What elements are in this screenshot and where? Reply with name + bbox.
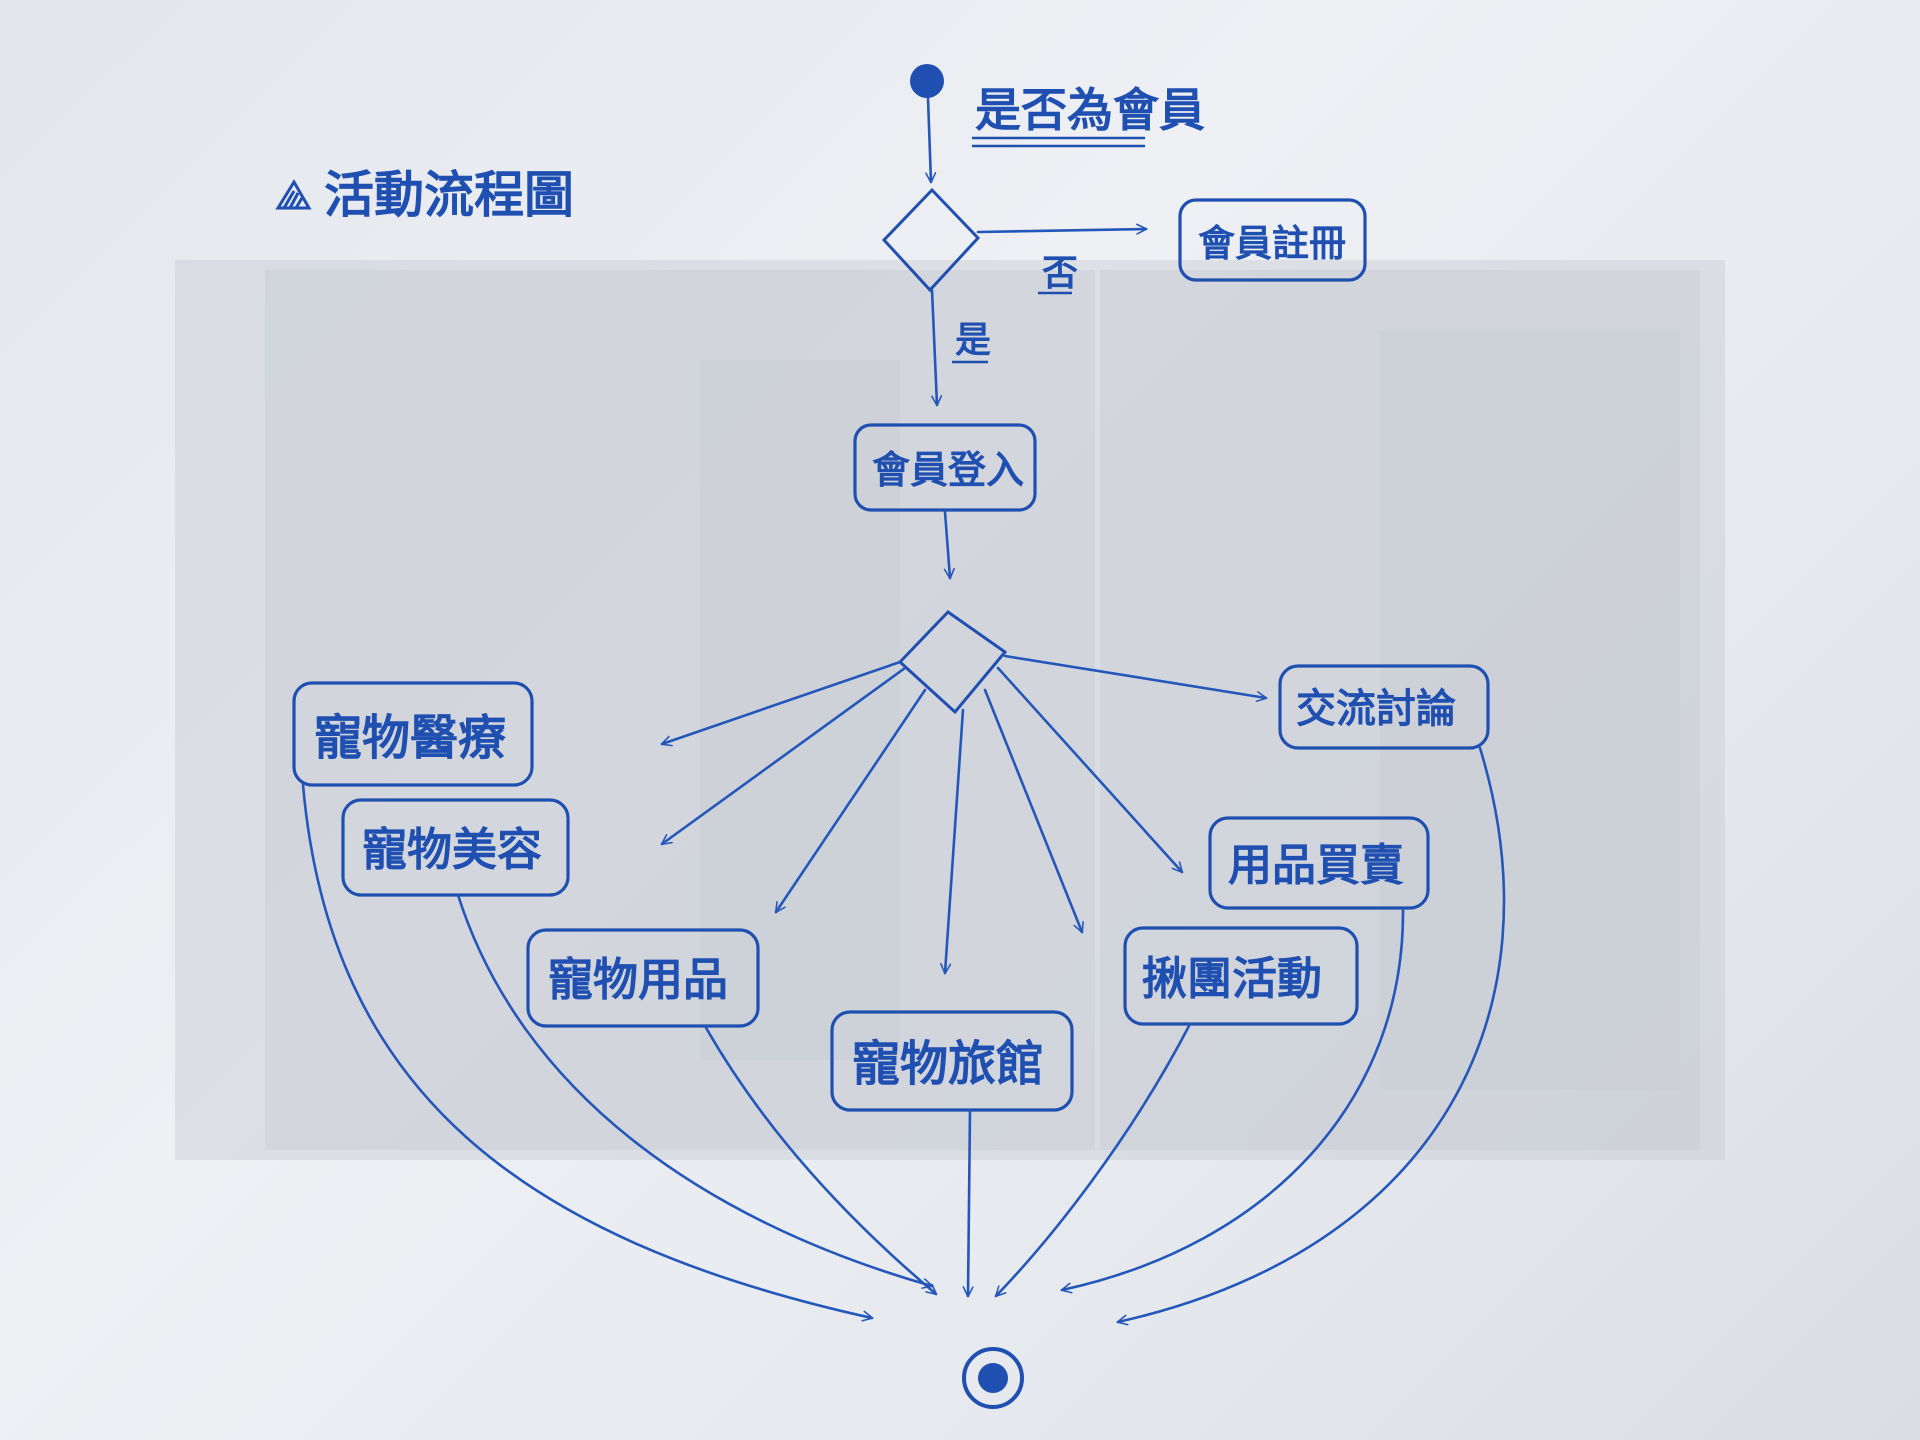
pet-grooming-node-label: 寵物美容 [362, 823, 542, 876]
fork-to-pet-supplies-arrow [774, 688, 927, 914]
pet-medical-node-label: 寵物醫療 [314, 710, 506, 766]
register-node-label: 會員註冊 [1198, 222, 1346, 265]
diagram-heading: 活動流程圖 [275, 166, 574, 224]
register-node-box [1178, 198, 1367, 282]
decision-no-label: 否 [1042, 253, 1078, 294]
discussion-to-end-arrow [1116, 746, 1506, 1326]
heading-triangle-icon [275, 179, 312, 210]
pet-medical-node-box [292, 681, 534, 787]
fork-to-pet-grooming-arrow [660, 666, 907, 846]
fork-to-group-activity-arrow [983, 688, 1084, 934]
login-to-fork-arrow [943, 510, 955, 580]
fork-to-pet-hotel-arrow [940, 708, 965, 975]
start-node [910, 64, 944, 98]
pet-medical-to-end-arrow [301, 783, 874, 1322]
membership-decision-diamond [881, 187, 981, 293]
group-activity-node-label: 揪團活動 [1142, 952, 1322, 1005]
pet-hotel-to-end-arrow [962, 1108, 974, 1298]
end-node-dot [978, 1363, 1008, 1393]
supplies-trade-to-end-arrow [1060, 906, 1405, 1294]
login-node-box [853, 423, 1037, 512]
fork-to-pet-medical-arrow [660, 660, 902, 747]
start-to-decision-arrow [925, 96, 937, 184]
supplies-trade-node-box [1208, 816, 1430, 910]
pet-supplies-node-label: 寵物用品 [548, 953, 728, 1006]
decision-no-arrow [976, 223, 1148, 235]
heading-text: 活動流程圖 [324, 166, 574, 224]
pet-grooming-to-end-arrow [456, 893, 934, 1289]
group-activity-to-end-arrow [994, 1022, 1192, 1298]
supplies-trade-node-label: 用品買賣 [1228, 840, 1404, 891]
pet-hotel-node-box [830, 1010, 1074, 1112]
pet-supplies-node-box [526, 928, 760, 1028]
fork-to-discussion-arrow [1003, 654, 1268, 703]
end-node-ring [962, 1347, 1024, 1409]
fork-to-supplies-trade-arrow [996, 666, 1184, 874]
start-question-label: 是否為會員 [975, 83, 1205, 137]
pet-grooming-node-box [341, 798, 570, 897]
fork-decision-diamond [897, 610, 1008, 715]
pet-hotel-node-label: 寵物旅館 [852, 1036, 1044, 1092]
pet-supplies-to-end-arrow [703, 1024, 938, 1296]
login-node-label: 會員登入 [872, 448, 1024, 492]
group-activity-node-box [1123, 926, 1359, 1026]
decision-yes-arrow [930, 288, 943, 407]
discussion-node-label: 交流討論 [1296, 686, 1456, 732]
decision-yes-label: 是 [955, 320, 991, 361]
discussion-node-box [1278, 664, 1490, 750]
